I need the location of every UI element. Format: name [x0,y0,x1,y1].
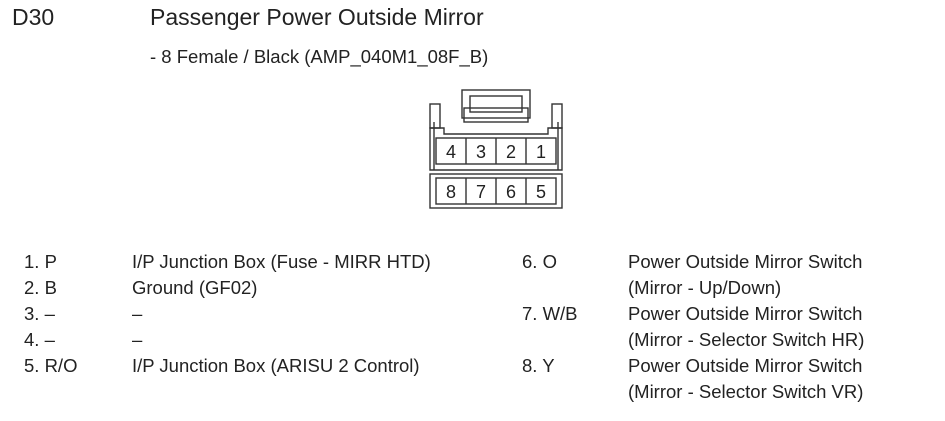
connector-lock-inner [469,95,523,113]
connector-code: D30 [12,4,55,30]
pin-row: 8. Y Power Outside Mirror Switch [522,353,932,379]
pin-label: 8. Y [522,355,555,376]
pin-row: 2. B Ground (GF02) [24,275,504,301]
pin-number: 1 [536,142,546,162]
pin-description: Power Outside Mirror Switch [628,303,863,324]
pin-description-detail: (Mirror - Selector Switch HR) [628,329,865,350]
pin-description: I/P Junction Box (ARISU 2 Control) [132,355,420,376]
pin-label: 3. – [24,303,55,324]
pin-row: (Mirror - Selector Switch HR) [522,327,932,353]
pin-description: Ground (GF02) [132,277,258,298]
connector-subtitle: - 8 Female / Black (AMP_040M1_08F_B) [150,46,489,67]
connector-lock-tab [461,89,531,119]
pin-row: (Mirror - Up/Down) [522,275,932,301]
pin-label: 1. P [24,251,57,272]
pin-row: 7. W/B Power Outside Mirror Switch [522,301,932,327]
pin-row: 6. O Power Outside Mirror Switch [522,249,932,275]
pin-number: 7 [476,182,486,202]
pin-row: 3. – – [24,301,504,327]
pin-description: I/P Junction Box (Fuse - MIRR HTD) [132,251,431,272]
pin-row: 1. P I/P Junction Box (Fuse - MIRR HTD) [24,249,504,275]
pin-row: 4. – – [24,327,504,353]
pin-row: (Mirror - Selector Switch VR) [522,379,932,405]
pin-list-left: 1. P I/P Junction Box (Fuse - MIRR HTD) … [24,249,504,379]
pin-description: – [132,303,143,324]
pin-label: 2. B [24,277,57,298]
connector-diagram: 4 3 2 1 8 7 6 5 [429,89,563,209]
connector-top-body [429,127,563,171]
pin-label: 7. W/B [522,303,578,324]
pin-label: 5. R/O [24,355,78,376]
connector-bottom-body [429,173,563,209]
pin-label: 6. O [522,251,557,272]
pin-description-detail: (Mirror - Up/Down) [628,277,782,298]
pin-number: 5 [536,182,546,202]
connector-title: Passenger Power Outside Mirror [150,4,484,30]
pin-description: Power Outside Mirror Switch [628,251,863,272]
pin-description-detail: (Mirror - Selector Switch VR) [628,381,864,402]
pin-list-right: 6. O Power Outside Mirror Switch (Mirror… [522,249,932,405]
connector-lock-latch [463,107,529,123]
pin-row: 5. R/O I/P Junction Box (ARISU 2 Control… [24,353,504,379]
pin-description: – [132,329,143,350]
pin-number: 8 [446,182,456,202]
pin-description: Power Outside Mirror Switch [628,355,863,376]
pin-number: 3 [476,142,486,162]
pin-label: 4. – [24,329,55,350]
connector-right-post [551,103,563,129]
pin-number: 4 [446,142,456,162]
pin-number: 6 [506,182,516,202]
pin-number: 2 [506,142,516,162]
connector-left-post [429,103,441,129]
